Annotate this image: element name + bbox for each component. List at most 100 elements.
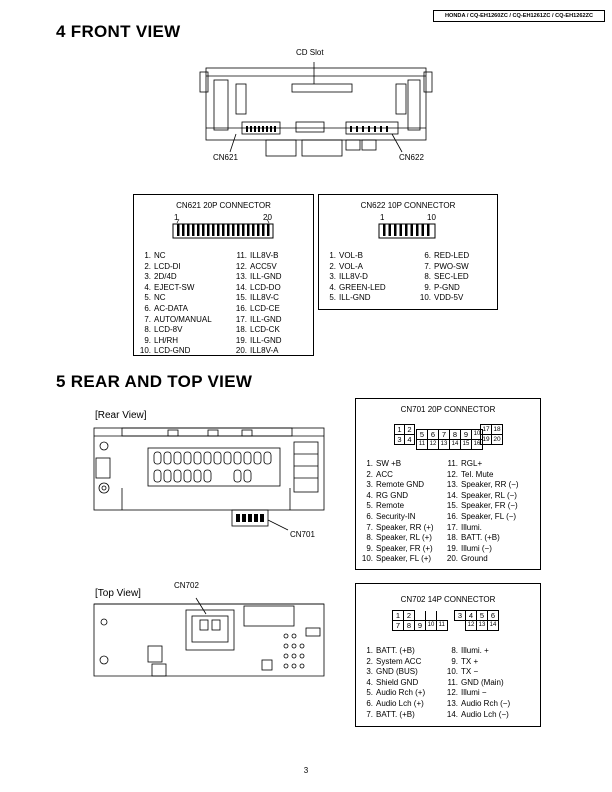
pin-item: 1.BATT. (+B) — [366, 646, 415, 655]
pin-item: 11.GND (Main) — [447, 677, 504, 687]
pin-item: 2.System ACC — [366, 656, 422, 666]
grid-cell: 2 — [404, 424, 415, 435]
pin-item: 7.BATT. (+B) — [366, 709, 415, 719]
cn701-left-pin-list: 1.SW +B 2.ACC 3.Remote GND 4.RG GND 5.Re… — [359, 459, 434, 565]
pin-item: 19.ILL-GND — [235, 335, 282, 345]
pin-item: 7.AUTO/MANUAL — [144, 314, 212, 324]
pin-item: 13.Speaker, RR (−) — [446, 480, 519, 490]
pin-item: 10.VDD-5V — [419, 293, 464, 303]
pin-item: 1.SW +B — [366, 459, 402, 468]
cn621-connector-box: CN621 20P CONNECTOR 1 20 1.NC 2.LCD-DI 3… — [133, 194, 314, 356]
cn622-right-pin-list: 6.RED-LED 7.PWO-SW 8.SEC-LED 9.P-GND 10.… — [417, 251, 469, 304]
pin-item: 12.Tel. Mute — [446, 469, 494, 479]
pin-item: 11.ILL8V-B — [236, 251, 279, 260]
pin-item: 13.ILL-GND — [235, 272, 282, 282]
pin-item: 3.2D/4D — [144, 272, 177, 282]
pin-item: 7.Speaker, RR (+) — [366, 522, 434, 532]
pin-item: 20.ILL8V-A — [235, 346, 279, 356]
grid-cell: 16 — [471, 439, 483, 450]
pin-item: 9.Speaker, FR (+) — [366, 543, 433, 553]
grid-cell: 1 — [394, 424, 405, 435]
grid-cell: 13 — [476, 620, 488, 631]
grid-cell: 4 — [465, 610, 477, 621]
pin-item: 8.SEC-LED — [424, 272, 469, 282]
pin-item: 8.Speaker, RL (+) — [366, 533, 432, 543]
pin-item: 17.Illumi. — [446, 522, 482, 532]
cn702-right-pin-list: 8.Illumi. + 9.TX + 10.TX − 11.GND (Main)… — [444, 646, 510, 720]
grid-cell: 7 — [392, 620, 404, 631]
model-header: HONDA / CQ-EH1260ZC / CQ-EH1261ZC / CQ-E… — [433, 10, 605, 22]
pin-item: 13.Audio Rch (−) — [446, 698, 511, 708]
grid-cell — [436, 610, 447, 621]
pin-item: 15.Speaker, FR (−) — [446, 501, 518, 511]
pin-item: 18.BATT. (+B) — [446, 533, 500, 543]
cn622-pin-first: 1 — [380, 213, 385, 222]
pin-item: 9.LH/RH — [144, 335, 179, 345]
pin-item: 15.ILL8V-C — [235, 293, 279, 303]
pin-item: 1.NC — [144, 251, 166, 260]
grid-cell: 6 — [427, 429, 439, 440]
pin-item: 6.Audio Lch (+) — [366, 698, 424, 708]
pin-item: 14.LCD-DO — [235, 282, 281, 292]
pin-item: 2.LCD-DI — [144, 261, 181, 271]
grid-cell: 6 — [487, 610, 499, 621]
cn702-pin-grid-left: 1 2 7 8 9 10 11 — [392, 610, 448, 631]
rear-view-label: [Rear View] — [95, 410, 147, 421]
cn701-label: CN701 — [290, 530, 315, 539]
grid-cell: 7 — [438, 429, 450, 440]
cn702-connector-box: CN702 14P CONNECTOR 1 2 7 8 9 10 11 3 4 … — [355, 583, 541, 727]
cn622-connector-box: CN622 10P CONNECTOR 1 10 1.VOL-B 2.VOL-A… — [318, 194, 498, 310]
pin-item: 6.AC-DATA — [144, 303, 188, 313]
grid-cell: 13 — [438, 439, 450, 450]
grid-cell: 14 — [449, 439, 461, 450]
grid-cell: 12 — [465, 620, 477, 631]
grid-cell: 1 — [392, 610, 404, 621]
grid-cell: 17 — [480, 424, 492, 435]
front-view-title: 4 FRONT VIEW — [56, 22, 181, 41]
pin-item: 4.RG GND — [366, 490, 408, 500]
pin-item: 10.TX − — [446, 667, 479, 677]
pin-item: 4.GREEN-LED — [329, 282, 386, 292]
cn621-connector-icon — [172, 218, 274, 239]
pin-item: 19.Illumi (−) — [446, 543, 492, 553]
cn701-title: CN701 20P CONNECTOR — [400, 405, 496, 414]
grid-cell: 5 — [416, 429, 428, 440]
front-view-drawing — [199, 62, 433, 157]
cn622-connector-icon — [378, 223, 436, 239]
pin-item: 5.Remote — [366, 501, 405, 511]
pin-item: 9.TX + — [451, 656, 479, 666]
pin-item: 16.Speaker, FL (−) — [446, 511, 517, 521]
cn622-label: CN622 — [399, 153, 424, 162]
pin-item: 6.Security-IN — [366, 511, 416, 521]
cn621-title: CN621 20P CONNECTOR — [176, 201, 271, 210]
pin-item: 5.Audio Rch (+) — [366, 688, 426, 698]
grid-cell: 5 — [476, 610, 488, 621]
cn702-pin-grid-right: 3 4 5 6 12 13 14 — [454, 610, 499, 631]
pin-item: 4.Shield GND — [366, 677, 419, 687]
cn702-label: CN702 — [174, 581, 199, 590]
grid-cell: 8 — [449, 429, 461, 440]
pin-item: 8.Illumi. + — [451, 646, 489, 655]
pin-item: 14.Speaker, RL (−) — [446, 490, 517, 500]
grid-cell: 4 — [404, 434, 415, 445]
pin-item: 4.EJECT-SW — [144, 282, 195, 292]
cn621-left-pin-list: 1.NC 2.LCD-DI 3.2D/4D 4.EJECT-SW 5.NC 6.… — [137, 251, 212, 357]
pin-item: 3.ILL8V-D — [329, 272, 368, 282]
pin-item: 3.Remote GND — [366, 480, 425, 490]
top-view-drawing — [93, 597, 325, 677]
grid-cell: 9 — [414, 620, 426, 631]
pin-item: 20.Ground — [446, 554, 488, 564]
pin-item: 18.LCD-CK — [235, 325, 280, 335]
pin-item: 14.Audio Lch (−) — [446, 709, 509, 719]
grid-cell: 12 — [427, 439, 439, 450]
pin-item: 12.ACC5V — [235, 261, 277, 271]
grid-cell — [454, 620, 466, 631]
cn621-label: CN621 — [213, 153, 238, 162]
pin-item: 1.VOL-B — [329, 251, 364, 260]
cn702-title: CN702 14P CONNECTOR — [400, 595, 496, 604]
pin-item: 10.Speaker, FL (+) — [361, 554, 432, 564]
pin-item: 11.RGL+ — [447, 459, 483, 468]
pin-item: 10.LCD-GND — [139, 346, 191, 356]
cn701-right-pin-list: 11.RGL+ 12.Tel. Mute 13.Speaker, RR (−) … — [444, 459, 519, 565]
